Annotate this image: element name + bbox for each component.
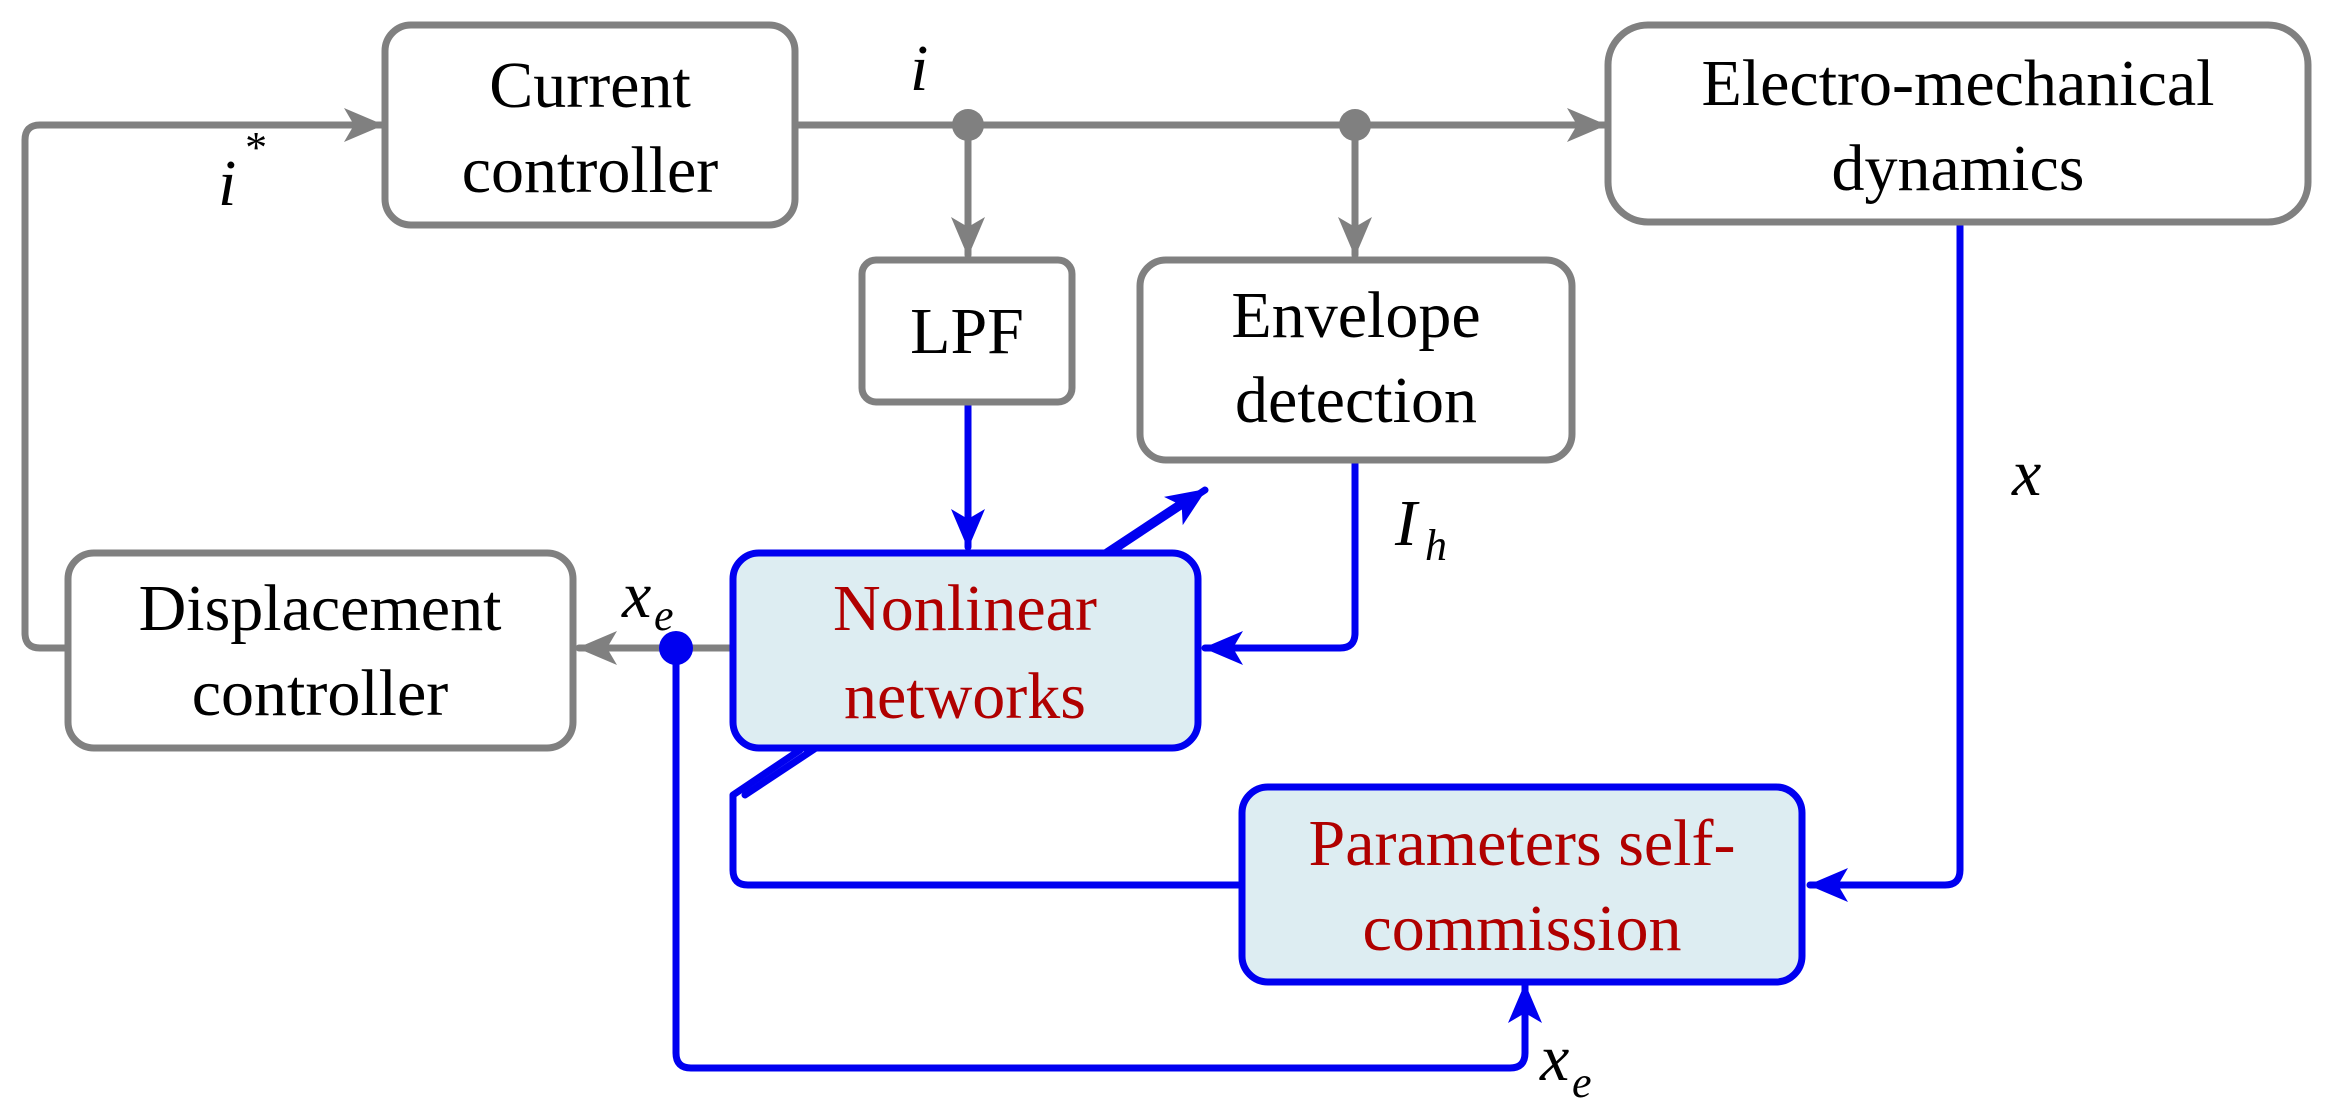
i-star-label: i: [218, 147, 236, 220]
adaptation-arrow-overlay: [1101, 493, 1194, 557]
i-star-feedback-line: [21, 108, 386, 652]
xe-to-parameters-line: [672, 644, 1542, 1072]
current-controller-block: Current controller: [381, 21, 799, 229]
ih-signal-line: [1201, 456, 1359, 665]
displacement-controller-block: Displacement controller: [64, 549, 577, 752]
parameters-self-commission-label-line2: commission: [1362, 892, 1681, 965]
xe-junction-dot: [659, 631, 693, 665]
x-signal-line: [1806, 218, 1964, 902]
xe-signal-label-lower: x e: [1539, 1022, 1592, 1107]
envelope-detection-block: Envelope detection: [1136, 256, 1576, 464]
xe-signal-label-upper: x e: [621, 559, 674, 640]
nonlinear-networks-block: Nonlinear networks: [729, 549, 1202, 752]
electro-mechanical-dynamics-block: Electro-mechanical dynamics: [1604, 21, 2312, 226]
electro-mechanical-label-line2: dynamics: [1832, 132, 2085, 205]
nonlinear-networks-label-line1: Nonlinear: [833, 572, 1097, 645]
xe-upper-subscript: e: [654, 591, 674, 640]
parameters-self-commission-label-line1: Parameters self-: [1309, 807, 1736, 880]
lpf-label: LPF: [910, 295, 1024, 368]
i-junction-dot-2: [1339, 109, 1371, 141]
parameter-update-line: [729, 746, 1242, 889]
ih-signal-label: I h: [1394, 487, 1447, 570]
displacement-controller-label-line1: Displacement: [139, 572, 502, 645]
envelope-detection-label-line2: detection: [1235, 364, 1477, 437]
i-star-superscript: *: [243, 123, 265, 172]
x-signal-label: x: [2011, 437, 2041, 510]
current-controller-label-line2: controller: [462, 134, 719, 207]
current-controller-label-line1: Current: [489, 49, 691, 122]
envelope-detection-label-line1: Envelope: [1231, 279, 1480, 352]
electro-mechanical-label-line1: Electro-mechanical: [1701, 47, 2214, 120]
xe-lower-subscript: e: [1572, 1058, 1592, 1107]
xe-lower-base: x: [1539, 1022, 1569, 1095]
i-star-signal-label: i *: [218, 123, 265, 220]
ih-base: I: [1394, 487, 1420, 560]
parameters-self-commission-block: Parameters self- commission: [1238, 783, 1806, 986]
i-junction-dot-1: [952, 109, 984, 141]
lpf-block: LPF: [858, 256, 1076, 406]
ih-subscript: h: [1425, 521, 1447, 570]
nonlinear-networks-label-line2: networks: [844, 660, 1086, 733]
displacement-controller-label-line2: controller: [192, 657, 449, 730]
xe-upper-base: x: [621, 559, 651, 632]
i-signal-label: i: [910, 32, 928, 105]
